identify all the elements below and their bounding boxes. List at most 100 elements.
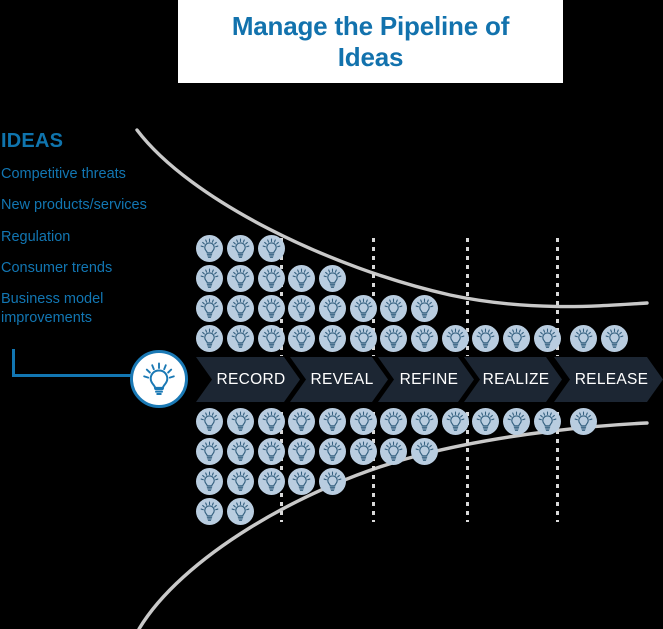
lightbulb-icon xyxy=(503,325,530,352)
lightbulb-icon xyxy=(196,295,223,322)
lightbulb-icon xyxy=(227,498,254,525)
lightbulb-icon xyxy=(258,235,285,262)
lightbulb-icon xyxy=(350,408,377,435)
idea-bulb xyxy=(534,325,561,352)
lightbulb-icon xyxy=(258,265,285,292)
bulb-row xyxy=(196,325,285,352)
idea-bulb xyxy=(227,265,254,292)
title-box: Manage the Pipeline of Ideas xyxy=(178,0,563,83)
lightbulb-icon xyxy=(288,468,315,495)
bulb-grid-above-release xyxy=(570,325,628,352)
bulb-grid-below-record xyxy=(196,408,285,525)
lightbulb-icon xyxy=(288,408,315,435)
bulb-row xyxy=(570,408,597,435)
idea-bulb xyxy=(411,295,438,322)
idea-bulb xyxy=(442,325,469,352)
idea-bulb xyxy=(411,325,438,352)
lightbulb-icon xyxy=(350,438,377,465)
bulb-row xyxy=(380,408,469,435)
idea-bulb xyxy=(227,468,254,495)
bulb-row xyxy=(196,235,285,262)
idea-bulb xyxy=(227,438,254,465)
lightbulb-icon xyxy=(411,295,438,322)
pipeline-stage-record[interactable]: RECORD xyxy=(196,357,300,402)
title-line-1: Manage the Pipeline of xyxy=(231,11,510,42)
idea-bulb xyxy=(196,498,223,525)
idea-bulb xyxy=(319,325,346,352)
idea-bulb xyxy=(534,408,561,435)
lightbulb-icon xyxy=(227,438,254,465)
idea-bulb xyxy=(227,408,254,435)
lightbulb-icon xyxy=(380,295,407,322)
pipeline-stage-release[interactable]: RELEASE xyxy=(554,357,663,402)
bulb-grid-above-refine xyxy=(380,295,469,352)
bulb-row xyxy=(196,438,285,465)
lightbulb-icon xyxy=(196,265,223,292)
title-line-2: Ideas xyxy=(337,41,404,72)
lightbulb-icon xyxy=(258,295,285,322)
lightbulb-icon xyxy=(472,408,499,435)
lightbulb-icon xyxy=(319,325,346,352)
lightbulb-icon xyxy=(143,362,175,395)
lightbulb-icon xyxy=(319,408,346,435)
idea-bulb xyxy=(319,438,346,465)
lightbulb-icon xyxy=(258,325,285,352)
idea-bulb xyxy=(472,325,499,352)
bulb-row xyxy=(288,408,377,435)
idea-bulb xyxy=(196,438,223,465)
lightbulb-icon xyxy=(380,325,407,352)
idea-bulb xyxy=(380,295,407,322)
lightbulb-icon xyxy=(319,265,346,292)
ideas-item-competitive-threats: Competitive threats xyxy=(1,166,126,182)
lightbulb-icon xyxy=(350,325,377,352)
lightbulb-icon xyxy=(442,325,469,352)
ideas-item-new-products-services: New products/services xyxy=(1,197,147,214)
lightbulb-icon xyxy=(411,438,438,465)
idea-bulb xyxy=(196,295,223,322)
ideas-item-business-model-improvements: Business model improvements xyxy=(1,291,104,327)
idea-bulb xyxy=(288,295,315,322)
idea-bulb xyxy=(258,408,285,435)
lightbulb-icon xyxy=(472,325,499,352)
idea-bulb xyxy=(472,408,499,435)
lightbulb-icon xyxy=(227,325,254,352)
lightbulb-icon xyxy=(319,468,346,495)
idea-bulb xyxy=(350,295,377,322)
pipeline-stage-refine[interactable]: REFINE xyxy=(378,357,474,402)
bulb-grid-above-record xyxy=(196,235,285,352)
lightbulb-icon xyxy=(196,498,223,525)
idea-bulb xyxy=(380,438,407,465)
pipeline-stage-label-record: RECORD xyxy=(216,370,286,388)
lightbulb-icon xyxy=(601,325,628,352)
bulb-grid-above-realize xyxy=(472,325,561,352)
lightbulb-icon xyxy=(196,235,223,262)
idea-bulb xyxy=(288,438,315,465)
pipeline-stage-label-release: RELEASE xyxy=(574,370,649,388)
ideas-heading: IDEAS xyxy=(1,130,64,152)
idea-bulb xyxy=(288,265,315,292)
bulb-row xyxy=(288,468,377,495)
idea-bulb xyxy=(227,295,254,322)
idea-bulb xyxy=(601,325,628,352)
lightbulb-icon xyxy=(319,438,346,465)
idea-bulb xyxy=(319,408,346,435)
idea-bulb xyxy=(258,325,285,352)
pipeline-stage-reveal[interactable]: REVEAL xyxy=(290,357,388,402)
bulb-grid-above-reveal xyxy=(288,265,377,352)
bulb-row xyxy=(288,438,377,465)
lightbulb-icon xyxy=(258,408,285,435)
pipeline-stage-realize[interactable]: REALIZE xyxy=(464,357,562,402)
lightbulb-icon xyxy=(227,235,254,262)
page-title: Manage the Pipeline of Ideas xyxy=(210,11,531,71)
idea-bulb xyxy=(570,325,597,352)
idea-bulb xyxy=(570,408,597,435)
idea-bulb xyxy=(227,498,254,525)
bulb-grid-below-release xyxy=(570,408,597,435)
idea-bulb xyxy=(196,325,223,352)
idea-bulb xyxy=(319,295,346,322)
bulb-row xyxy=(380,325,469,352)
lightbulb-icon xyxy=(227,408,254,435)
bulb-row xyxy=(196,295,285,322)
lightbulb-icon xyxy=(503,408,530,435)
